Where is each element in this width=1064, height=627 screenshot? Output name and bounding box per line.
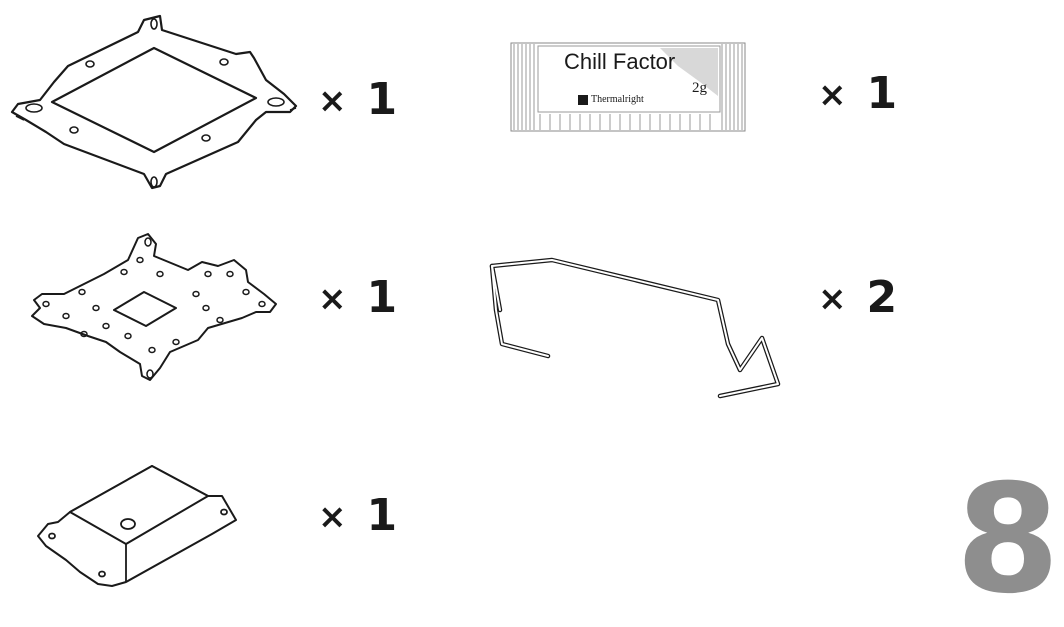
packet-weight: 2g xyxy=(692,80,707,96)
packet-brand: Thermalright xyxy=(591,94,644,105)
quantity-value: 1 xyxy=(366,272,400,323)
multiply-sign: × xyxy=(818,75,849,115)
thermal-paste-packet-illustration: Chill Factor Thermalright 2g xyxy=(510,42,746,132)
multiply-sign: × xyxy=(318,279,349,319)
fan-wire-clip-illustration xyxy=(484,252,794,412)
thermal-paste-quantity: ×1 xyxy=(818,72,899,119)
cover-plate-illustration xyxy=(30,462,250,597)
quantity-value: 2 xyxy=(866,272,900,323)
multiply-sign: × xyxy=(318,81,349,121)
page-number: 8 xyxy=(955,453,1060,627)
backplate-frame-illustration xyxy=(4,12,304,192)
cover-plate-quantity: ×1 xyxy=(318,494,399,541)
mounting-bracket-illustration xyxy=(20,232,280,382)
fan-wire-clip-quantity: ×2 xyxy=(818,276,899,323)
multiply-sign: × xyxy=(318,497,349,537)
packet-title: Chill Factor xyxy=(564,49,676,74)
multiply-sign: × xyxy=(818,279,849,319)
quantity-value: 1 xyxy=(366,74,400,125)
mounting-bracket-quantity: ×1 xyxy=(318,276,399,323)
backplate-frame-quantity: ×1 xyxy=(318,78,399,125)
quantity-value: 1 xyxy=(866,68,900,119)
quantity-value: 1 xyxy=(366,490,400,541)
